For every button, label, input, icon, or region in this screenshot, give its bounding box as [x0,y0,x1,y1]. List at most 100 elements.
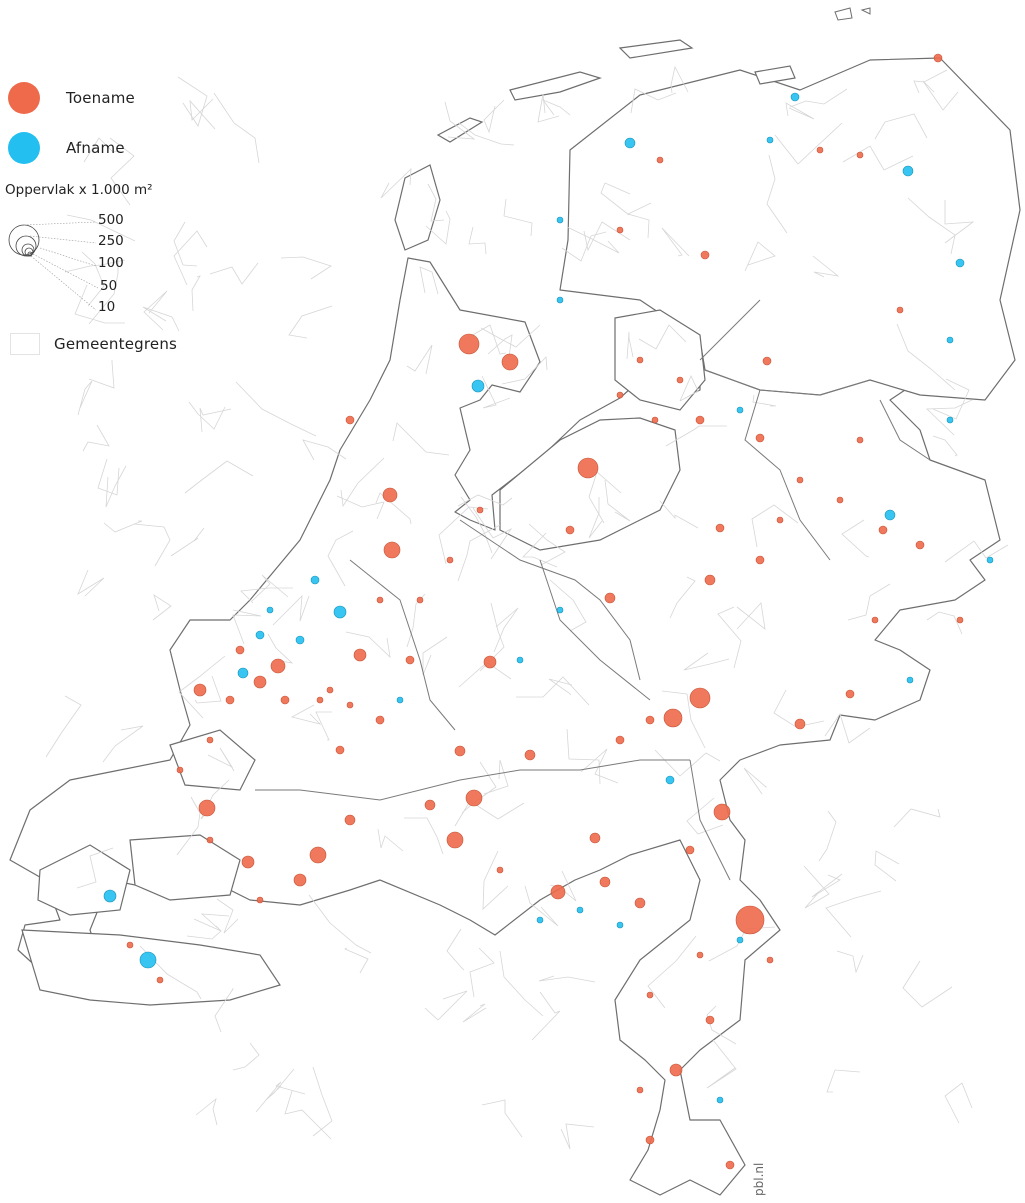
increase-dot[interactable] [156,976,164,984]
increase-dot[interactable] [766,956,774,964]
increase-dot[interactable] [715,523,725,533]
increase-dot[interactable] [700,250,710,260]
increase-dot[interactable] [656,156,664,164]
decrease-dot[interactable] [736,406,744,414]
increase-dot[interactable] [896,306,904,314]
increase-dot[interactable] [836,496,844,504]
increase-dot[interactable] [685,845,695,855]
decrease-dot[interactable] [556,606,564,614]
decrease-dot[interactable] [955,258,965,268]
increase-dot[interactable] [615,735,625,745]
increase-dot[interactable] [253,675,267,689]
increase-dot[interactable] [483,655,497,669]
increase-dot[interactable] [501,353,519,371]
decrease-dot[interactable] [624,137,636,149]
increase-dot[interactable] [713,803,731,821]
increase-dot[interactable] [933,53,943,63]
increase-dot[interactable] [206,836,214,844]
increase-dot[interactable] [235,645,245,655]
increase-dot[interactable] [446,556,454,564]
increase-dot[interactable] [636,1086,644,1094]
increase-dot[interactable] [383,541,401,559]
decrease-dot[interactable] [333,605,347,619]
decrease-dot[interactable] [536,916,544,924]
decrease-dot[interactable] [237,667,249,679]
decrease-dot[interactable] [310,575,320,585]
decrease-dot[interactable] [556,216,564,224]
increase-dot[interactable] [446,831,464,849]
increase-dot[interactable] [309,846,327,864]
increase-dot[interactable] [458,333,480,355]
increase-dot[interactable] [651,416,659,424]
increase-dot[interactable] [416,596,424,604]
increase-dot[interactable] [198,799,216,817]
decrease-dot[interactable] [946,416,954,424]
increase-dot[interactable] [755,433,765,443]
increase-dot[interactable] [345,415,355,425]
increase-dot[interactable] [634,897,646,909]
increase-dot[interactable] [646,991,654,999]
increase-dot[interactable] [878,525,888,535]
increase-dot[interactable] [280,695,290,705]
decrease-dot[interactable] [576,906,584,914]
decrease-dot[interactable] [986,556,994,564]
increase-dot[interactable] [856,151,864,159]
increase-dot[interactable] [956,616,964,624]
increase-dot[interactable] [871,616,879,624]
decrease-dot[interactable] [790,92,800,102]
increase-dot[interactable] [405,655,415,665]
increase-dot[interactable] [524,749,536,761]
increase-dot[interactable] [816,146,824,154]
decrease-dot[interactable] [902,165,914,177]
increase-dot[interactable] [845,689,855,699]
increase-dot[interactable] [915,540,925,550]
decrease-dot[interactable] [766,136,774,144]
increase-dot[interactable] [496,866,504,874]
increase-dot[interactable] [256,896,264,904]
increase-dot[interactable] [270,658,286,674]
increase-dot[interactable] [454,745,466,757]
increase-dot[interactable] [689,687,711,709]
increase-dot[interactable] [126,941,134,949]
increase-dot[interactable] [856,436,864,444]
increase-dot[interactable] [375,715,385,725]
increase-dot[interactable] [316,696,324,704]
decrease-dot[interactable] [471,379,485,393]
increase-dot[interactable] [794,718,806,730]
increase-dot[interactable] [225,695,235,705]
increase-dot[interactable] [695,415,705,425]
decrease-dot[interactable] [906,676,914,684]
increase-dot[interactable] [645,1135,655,1145]
increase-dot[interactable] [663,708,683,728]
decrease-dot[interactable] [139,951,157,969]
increase-dot[interactable] [735,905,765,935]
increase-dot[interactable] [725,1160,735,1170]
increase-dot[interactable] [616,226,624,234]
increase-dot[interactable] [376,596,384,604]
decrease-dot[interactable] [736,936,744,944]
decrease-dot[interactable] [946,336,954,344]
increase-dot[interactable] [465,789,483,807]
increase-dot[interactable] [589,832,601,844]
increase-dot[interactable] [344,814,356,826]
increase-dot[interactable] [676,376,684,384]
decrease-dot[interactable] [516,656,524,664]
increase-dot[interactable] [599,876,611,888]
increase-dot[interactable] [704,574,716,586]
increase-dot[interactable] [206,736,214,744]
increase-dot[interactable] [669,1063,683,1077]
increase-dot[interactable] [424,799,436,811]
increase-dot[interactable] [776,516,784,524]
increase-dot[interactable] [382,487,398,503]
decrease-dot[interactable] [665,775,675,785]
increase-dot[interactable] [636,356,644,364]
increase-dot[interactable] [241,855,255,869]
increase-dot[interactable] [550,884,566,900]
increase-dot[interactable] [696,951,704,959]
increase-dot[interactable] [705,1015,715,1025]
increase-dot[interactable] [604,592,616,604]
increase-dot[interactable] [193,683,207,697]
increase-dot[interactable] [346,701,354,709]
decrease-dot[interactable] [266,606,274,614]
